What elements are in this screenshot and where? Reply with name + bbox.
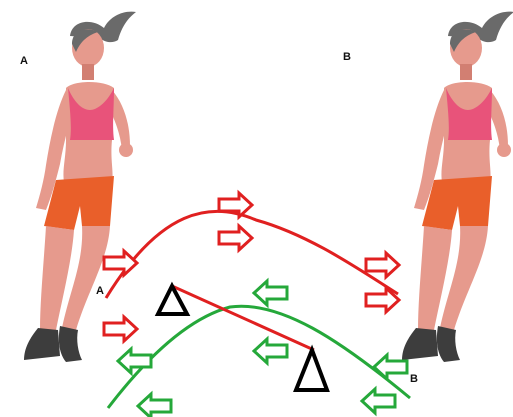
green-arrow-left-icon	[254, 339, 287, 363]
green-arrow-left-icon	[254, 281, 287, 305]
green-arrow-left-icon	[362, 389, 395, 413]
red-arrow-right-icon	[366, 253, 399, 277]
triangle-right-icon	[296, 350, 327, 390]
green-arrow-left-icon	[138, 394, 171, 417]
red-arrow-right-icon	[219, 226, 252, 250]
runner-b-figure-icon	[402, 12, 513, 362]
red-arrow-right-icon	[104, 317, 137, 341]
green-curve-end-label: B	[410, 374, 418, 385]
red-curve	[106, 211, 398, 298]
runner-b-label: B	[343, 52, 351, 63]
red-arrow-right-icon	[104, 251, 137, 275]
red-curve-start-label: A	[96, 286, 104, 297]
runner-a-label: A	[20, 56, 28, 67]
green-arrow-left-icon	[118, 349, 151, 373]
runner-a-figure-icon	[24, 12, 136, 362]
